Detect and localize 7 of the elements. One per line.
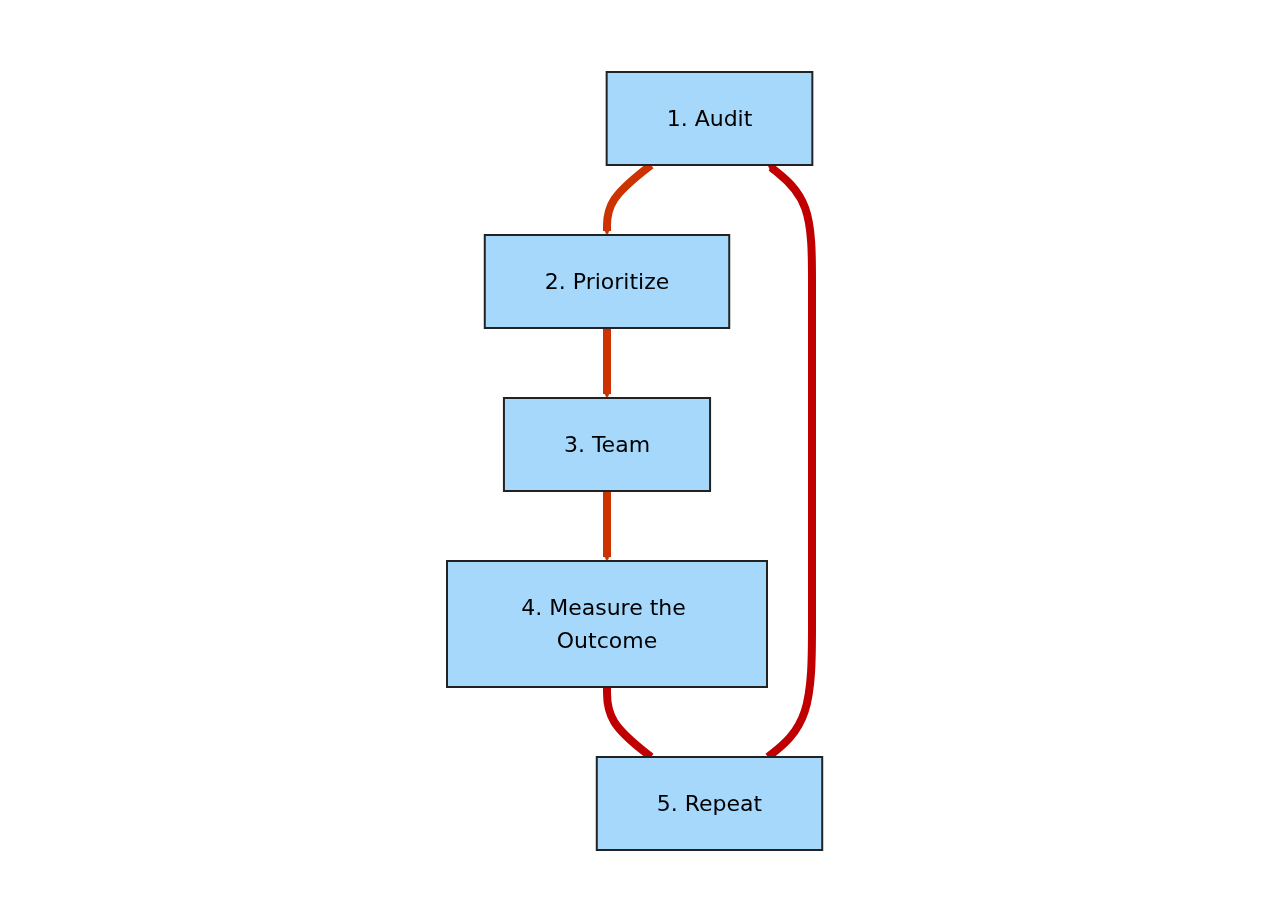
node-box: 5. Repeat [596, 755, 824, 851]
arrow [603, 327, 612, 398]
node-box: 3. Team [503, 396, 712, 492]
arrow [603, 490, 612, 561]
node-box: 4. Measure the Outcome [446, 559, 769, 688]
node-box: 1. Audit [606, 70, 814, 166]
node-box: 2. Prioritize [484, 233, 731, 329]
